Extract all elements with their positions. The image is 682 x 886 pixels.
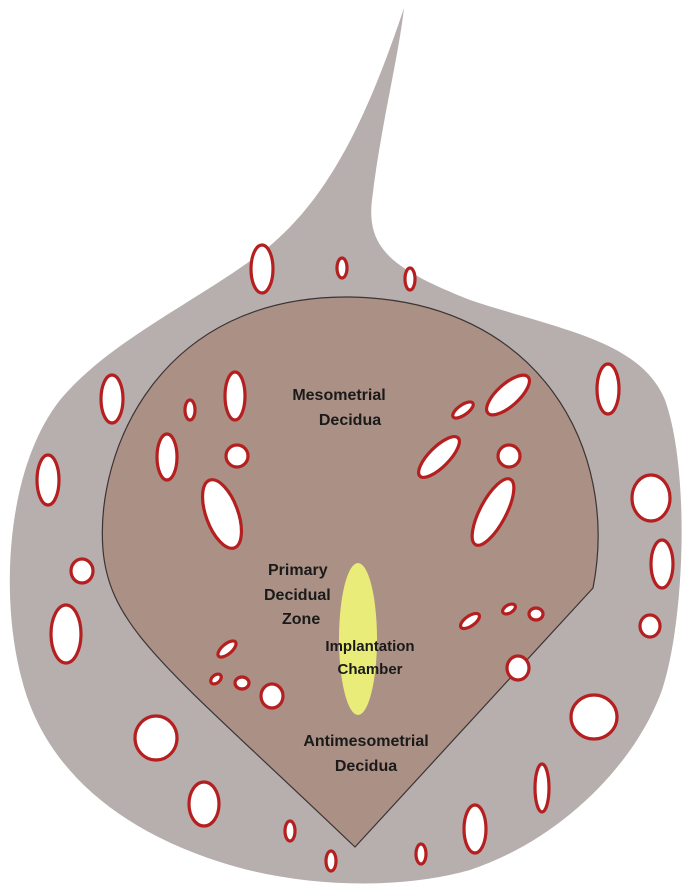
- vessel-lumen: [251, 245, 273, 293]
- vessel-lumen: [597, 364, 619, 414]
- primary-decidual-zone-label: Zone: [282, 611, 320, 628]
- vessel-lumen: [405, 268, 415, 290]
- vessel-lumen: [185, 400, 195, 420]
- vessel-lumen: [498, 445, 520, 467]
- vessel-lumen: [632, 475, 670, 521]
- vessel-lumen: [529, 608, 543, 620]
- vessel-lumen: [235, 677, 249, 689]
- vessel-lumen: [651, 540, 673, 588]
- implantation-chamber-label: Chamber: [337, 661, 402, 678]
- vessel-lumen: [640, 615, 660, 637]
- vessel-lumen: [326, 851, 336, 871]
- mesometrial-label: Decidua: [319, 412, 381, 429]
- vessel-lumen: [285, 821, 295, 841]
- vessel-lumen: [225, 372, 245, 420]
- vessel-lumen: [37, 455, 59, 505]
- vessel-lumen: [535, 764, 549, 812]
- vessel-lumen: [226, 445, 248, 467]
- vessel-lumen: [261, 684, 283, 708]
- vessel-lumen: [416, 844, 426, 864]
- vessel-lumen: [135, 716, 177, 760]
- mesometrial-label: Mesometrial: [292, 387, 385, 404]
- primary-decidual-zone-label: Decidual: [264, 587, 331, 604]
- vessel-lumen: [464, 805, 486, 853]
- primary-decidual-zone-label: Primary: [268, 562, 328, 579]
- implantation-chamber-label: Implantation: [325, 638, 414, 655]
- antimesometrial-label: Decidua: [335, 758, 397, 775]
- vessel-lumen: [101, 375, 123, 423]
- antimesometrial-label: Antimesometrial: [303, 733, 428, 750]
- vessel-lumen: [571, 695, 617, 739]
- vessel-lumen: [337, 258, 347, 278]
- vessel-lumen: [51, 605, 81, 663]
- vessel-lumen: [157, 434, 177, 480]
- vessel-lumen: [71, 559, 93, 583]
- vessel-lumen: [507, 656, 529, 680]
- vessel-lumen: [189, 782, 219, 826]
